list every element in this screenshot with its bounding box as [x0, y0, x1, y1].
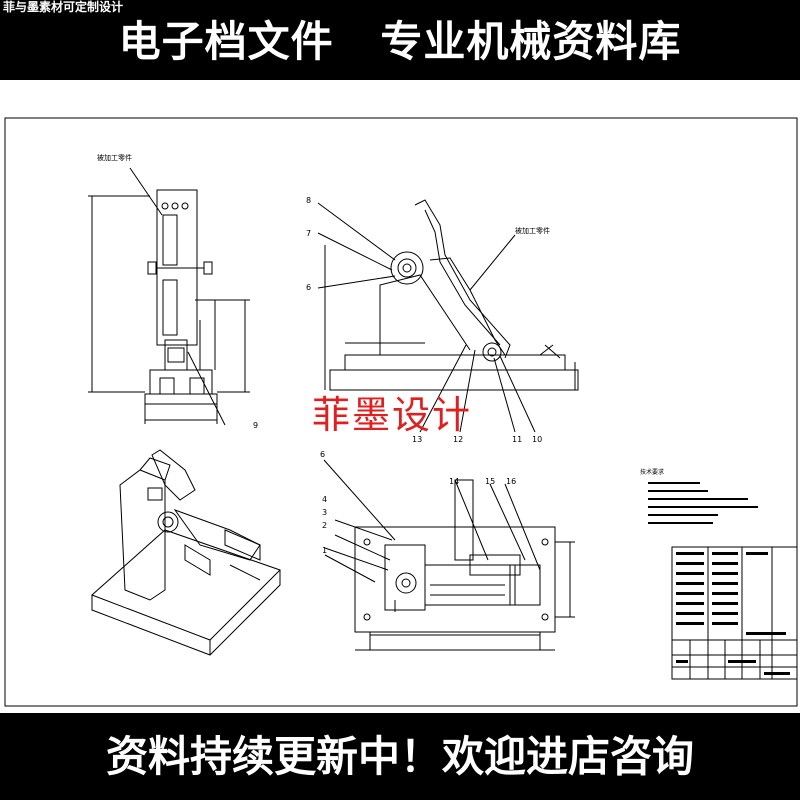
drawing-sheet: 技术要求 被加工零件 被加工零件 9 8 7 6 13 12 11 10 6 4… — [0, 80, 800, 713]
engineering-drawing: 技术要求 被加工零件 被加工零件 9 8 7 6 13 12 11 10 6 4… — [4, 117, 798, 707]
callout-10: 10 — [532, 435, 542, 444]
callout-1: 1 — [322, 546, 327, 555]
callout-13: 13 — [412, 435, 422, 444]
drawing-border — [4, 117, 798, 707]
tech-req-title: 技术要求 — [640, 468, 664, 476]
side-view — [317, 199, 579, 433]
callout-9: 9 — [253, 421, 258, 430]
callout-16: 16 — [506, 477, 516, 486]
technical-requirements — [648, 482, 758, 524]
top-banner-title: 电子档文件 专业机械资料库 — [118, 17, 682, 66]
plan-view — [323, 459, 575, 651]
callout-14: 14 — [449, 477, 459, 486]
title-block-text — [676, 552, 790, 675]
workpiece-label-side: 被加工零件 — [515, 226, 550, 235]
designer-stamp: 菲墨设计 — [312, 393, 473, 437]
title-block — [671, 546, 798, 680]
callout-11: 11 — [512, 435, 522, 444]
callout-3: 3 — [322, 508, 327, 517]
callout-2: 2 — [322, 521, 327, 530]
bottom-banner-title: 资料持续更新中！欢迎进店咨询 — [105, 732, 694, 781]
callout-7: 7 — [306, 229, 311, 238]
callout-12: 12 — [453, 435, 463, 444]
callout-6-side: 6 — [306, 283, 311, 292]
callout-6-plan: 6 — [320, 450, 325, 459]
callout-4: 4 — [322, 495, 327, 504]
bottom-banner: 资料持续更新中！欢迎进店咨询 — [0, 713, 800, 800]
callout-8: 8 — [306, 196, 311, 205]
front-view — [88, 167, 250, 426]
isometric-view — [91, 449, 281, 656]
watermark-text: 菲与墨素材可定制设计 — [3, 0, 124, 14]
callout-15: 15 — [485, 477, 495, 486]
workpiece-label-front: 被加工零件 — [97, 153, 132, 162]
top-banner: 菲与墨素材可定制设计 电子档文件 专业机械资料库 — [0, 0, 800, 80]
